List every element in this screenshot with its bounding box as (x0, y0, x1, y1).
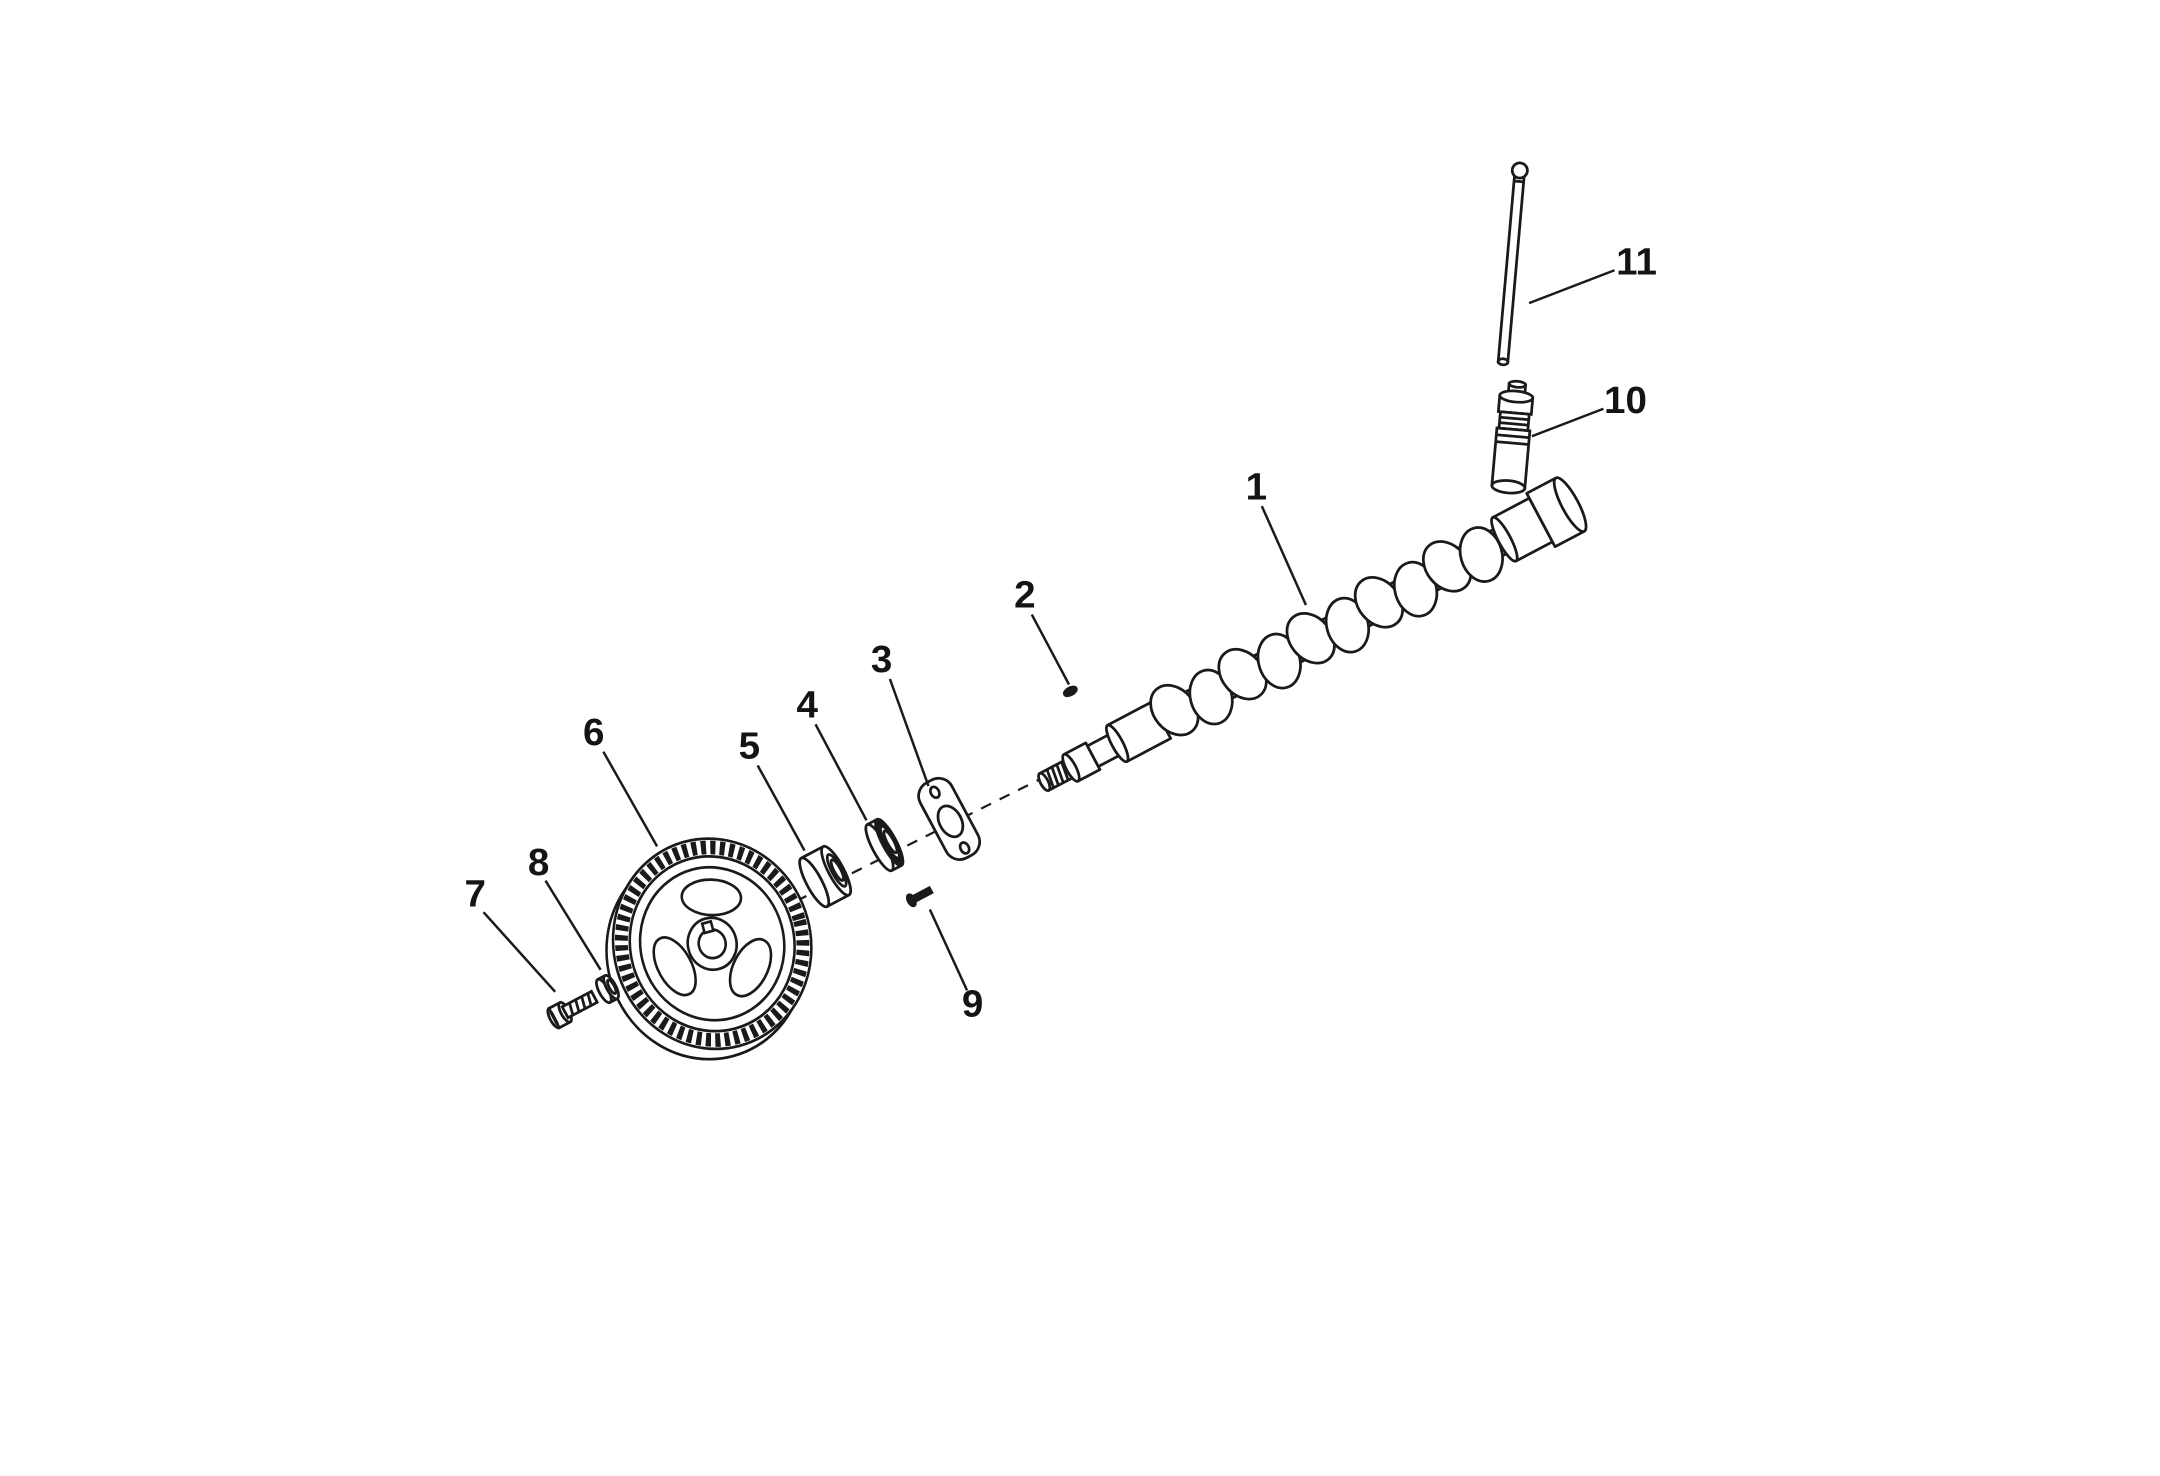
callout-label-8: 8 (528, 841, 549, 884)
leader-line-9 (928, 908, 969, 991)
leader-line-5 (756, 764, 806, 852)
callout-label-7: 7 (465, 873, 486, 916)
callout-label-1: 1 (1246, 465, 1267, 508)
valve-lifter (1490, 379, 1535, 495)
callout-label-9: 9 (962, 983, 983, 1026)
spacer (798, 844, 853, 909)
push-rod (1496, 161, 1529, 367)
callout-label-2: 2 (1014, 574, 1035, 617)
callout-label-6: 6 (583, 711, 604, 754)
camshaft-gear (605, 837, 813, 1061)
leader-line-2 (1030, 613, 1071, 686)
leader-line-3 (888, 678, 930, 787)
bearing-washer (864, 817, 905, 873)
callout-label-3: 3 (871, 638, 892, 681)
callout-label-10: 10 (1604, 379, 1647, 422)
callout-label-5: 5 (739, 725, 760, 768)
gear-windows (652, 878, 773, 998)
leader-line-7 (482, 911, 557, 993)
washer (595, 974, 620, 1005)
leader-line-10 (1531, 407, 1604, 438)
callout-label-4: 4 (797, 683, 819, 726)
camshaft (1037, 476, 1588, 792)
callouts: 1 2 3 4 5 6 7 8 9 10 11 (465, 240, 1657, 1025)
screw (905, 885, 934, 908)
callout-label-11: 11 (1616, 240, 1657, 283)
leader-line-1 (1260, 505, 1308, 606)
bolt (546, 989, 600, 1030)
leader-line-11 (1528, 269, 1615, 305)
thrust-plate (917, 776, 982, 861)
leader-line-6 (602, 751, 659, 847)
key (1062, 685, 1078, 698)
leader-lines (482, 269, 1615, 993)
leader-line-4 (814, 723, 868, 821)
leader-line-8 (544, 880, 602, 971)
